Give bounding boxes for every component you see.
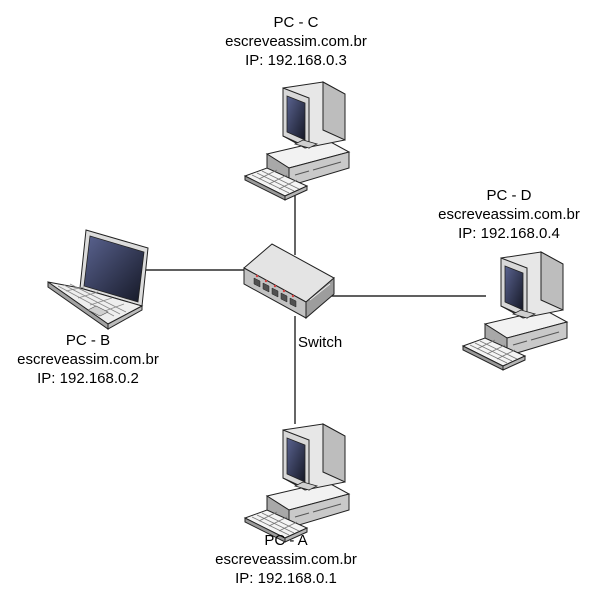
desktop-computer-icon <box>244 81 350 201</box>
switch-label: Switch <box>298 334 343 351</box>
pc-a-host: escreveassim.com.br <box>215 551 357 568</box>
network-switch-icon <box>243 243 335 319</box>
desktop-computer-icon <box>462 251 568 371</box>
pc-b-host: escreveassim.com.br <box>17 351 159 368</box>
pc-b-label: PC - B escreveassim.com.br IP: 192.168.0… <box>0 331 176 388</box>
pc-c-host: escreveassim.com.br <box>225 33 367 50</box>
pc-a-label: PC - A escreveassim.com.br IP: 192.168.0… <box>186 531 386 588</box>
pc-c-ip: IP: 192.168.0.3 <box>245 52 347 69</box>
pc-c-label: PC - C escreveassim.com.br IP: 192.168.0… <box>196 13 396 70</box>
pc-d-label: PC - D escreveassim.com.br IP: 192.168.0… <box>418 186 600 243</box>
pc-c-name: PC - C <box>273 14 319 31</box>
pc-d-ip: IP: 192.168.0.4 <box>458 225 560 242</box>
pc-a-name: PC - A <box>264 532 308 549</box>
desktop-computer-icon <box>244 423 350 543</box>
pc-b-name: PC - B <box>65 332 111 349</box>
connection-lines <box>140 160 486 424</box>
pc-d-host: escreveassim.com.br <box>438 206 580 223</box>
pc-a-ip: IP: 192.168.0.1 <box>235 570 337 587</box>
pc-d-name: PC - D <box>486 187 532 204</box>
pc-b-ip: IP: 192.168.0.2 <box>37 370 139 387</box>
laptop-icon <box>47 229 149 330</box>
